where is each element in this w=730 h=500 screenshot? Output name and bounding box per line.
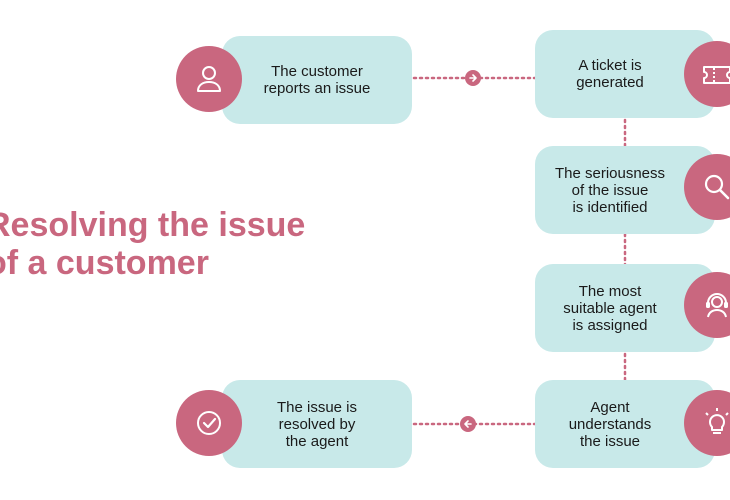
- arrow-right-icon: [465, 70, 481, 86]
- step-label: The issue is resolved by the agent: [276, 398, 358, 450]
- magnifier-icon: [684, 154, 730, 220]
- check-circle-icon: [176, 390, 242, 456]
- title-line-1: Resolving the issue: [0, 206, 306, 244]
- diagram-title: Resolving the issue of a customer: [0, 206, 305, 282]
- step-issue-resolved: The issue is resolved by the agent: [222, 380, 412, 468]
- step-label: Agent understands the issue: [568, 398, 652, 450]
- step-label: The most suitable agent is assigned: [563, 282, 657, 334]
- headset-agent-icon: [684, 272, 730, 338]
- title-line-2: of a customer: [0, 244, 209, 282]
- step-label: The customer reports an issue: [263, 63, 371, 97]
- ticket-icon: [684, 41, 730, 107]
- step-customer-reports: The customer reports an issue: [222, 36, 412, 124]
- step-label: A ticket is generated: [576, 57, 644, 91]
- user-icon: [176, 46, 242, 112]
- lightbulb-icon: [684, 390, 730, 456]
- arrow-left-icon: [460, 416, 476, 432]
- step-label: The seriousness of the issue is identifi…: [554, 164, 666, 216]
